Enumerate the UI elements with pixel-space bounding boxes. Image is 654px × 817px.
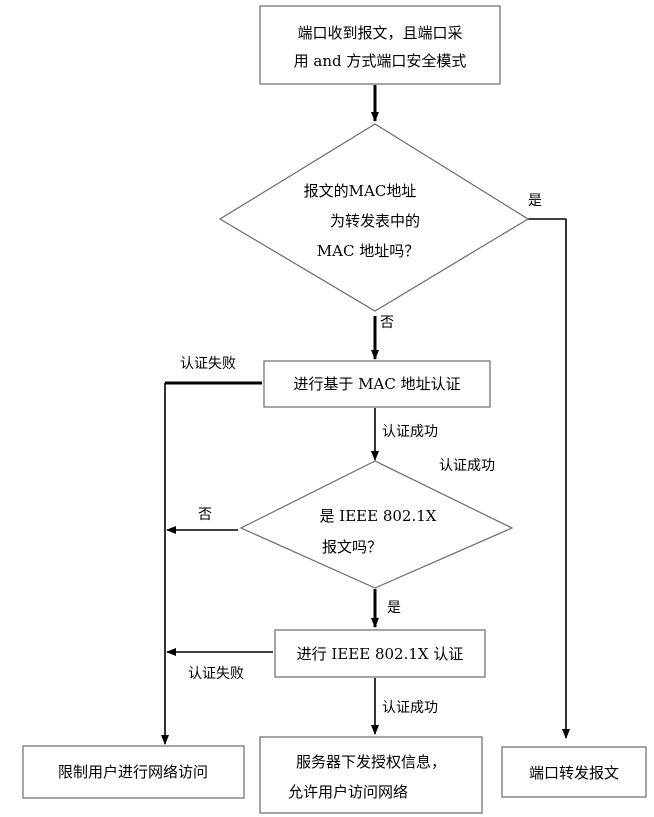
label-no-8021x: 否 — [198, 507, 212, 523]
label-yes-forward: 是 — [528, 193, 542, 209]
auth-8021x-label: 进行 IEEE 802.1X 认证 — [297, 645, 464, 663]
mac-auth-box: 进行基于 MAC 地址认证 — [263, 360, 491, 408]
decision-mac-line2: 为转发表中的 — [330, 212, 420, 230]
label-auth-success-2: 认证成功 — [382, 700, 438, 716]
label-auth-success-extra: 认证成功 — [439, 458, 495, 474]
label-yes-8021x: 是 — [387, 600, 401, 616]
forward-box: 端口转发报文 — [501, 746, 647, 798]
decision-8021x-diamond: 是 IEEE 802.1X 报文吗？ — [239, 460, 514, 589]
auth-8021x-box: 进行 IEEE 802.1X 认证 — [274, 629, 486, 678]
label-auth-fail-2: 认证失败 — [188, 666, 244, 682]
label-no-mac: 否 — [380, 315, 394, 331]
forward-label: 端口转发报文 — [529, 764, 619, 782]
decision-8021x-line2: 报文吗？ — [322, 538, 382, 556]
mac-auth-label: 进行基于 MAC 地址认证 — [293, 375, 460, 393]
restrict-label: 限制用户进行网络访问 — [58, 763, 208, 781]
label-auth-fail-1: 认证失败 — [180, 356, 236, 372]
decision-mac-line3: MAC 地址吗？ — [317, 242, 419, 260]
grant-box: 服务器下发授权信息， 允许用户访问网络 — [259, 736, 483, 814]
start-box: 端口收到报文，且端口采 用 and 方式端口安全模式 — [259, 5, 501, 85]
restrict-box: 限制用户进行网络访问 — [22, 745, 245, 799]
decision-mac-diamond: 报文的MAC地址 为转发表中的 MAC 地址吗？ — [218, 123, 530, 312]
decision-8021x-line1: 是 IEEE 802.1X — [320, 507, 437, 525]
label-auth-success-1: 认证成功 — [382, 424, 438, 440]
decision-mac-line1: 报文的MAC地址 — [304, 182, 417, 200]
grant-line2: 允许用户访问网络 — [288, 783, 408, 801]
start-line1: 端口收到报文，且端口采 — [297, 24, 462, 42]
grant-line1: 服务器下发授权信息， — [296, 753, 446, 771]
start-line2: 用 and 方式端口安全模式 — [294, 52, 467, 70]
